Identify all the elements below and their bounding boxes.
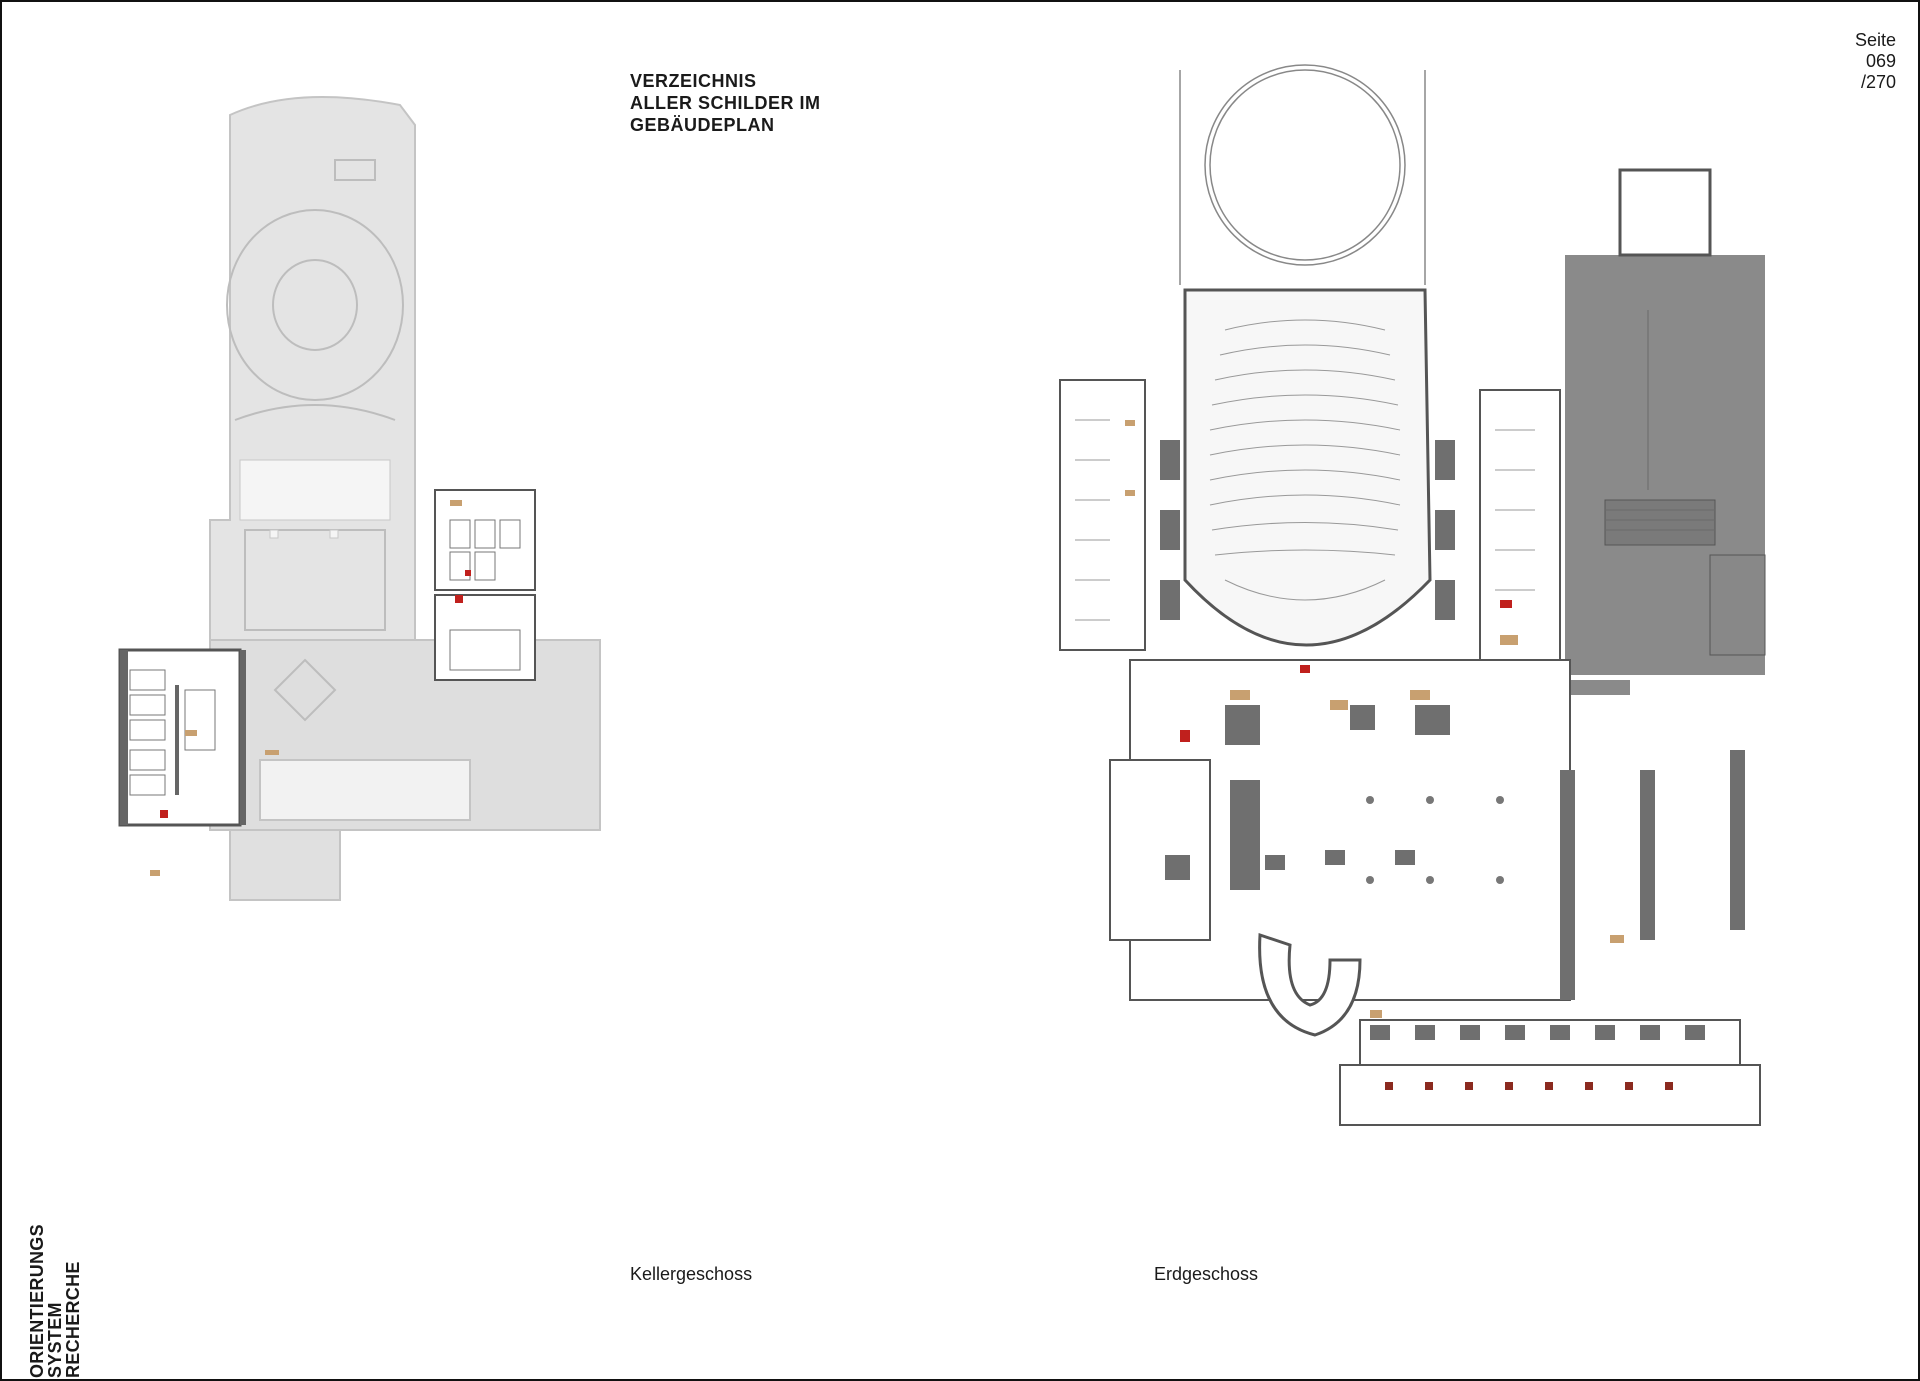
ground-floor-plan	[1059, 64, 1766, 1126]
heading-line-1: VERZEICHNIS	[630, 71, 757, 91]
page-number: Seite 069 /270	[1855, 30, 1896, 93]
page-total: /270	[1860, 72, 1896, 92]
caption-basement: Kellergeschoss	[630, 1264, 753, 1284]
page-current: 069	[1865, 51, 1896, 71]
basement-floor-plan	[118, 96, 601, 901]
page-label: Seite	[1854, 30, 1896, 50]
heading-line-3: GEBÄUDEPLAN	[630, 115, 775, 135]
heading-line-2: ALLER SCHILDER IM	[630, 93, 821, 113]
side-title-line-2: SYSTEM	[45, 1302, 65, 1378]
side-title-line-1: ORIENTIERUNGS	[27, 1224, 47, 1378]
caption-ground: Erdgeschoss	[1154, 1264, 1259, 1284]
side-title-line-3: RECHERCHE	[63, 1261, 83, 1378]
side-title: ORIENTIERUNGS SYSTEM RECHERCHE	[27, 1224, 83, 1378]
page-heading: VERZEICHNIS ALLER SCHILDER IM GEBÄUDEPLA…	[630, 70, 821, 136]
